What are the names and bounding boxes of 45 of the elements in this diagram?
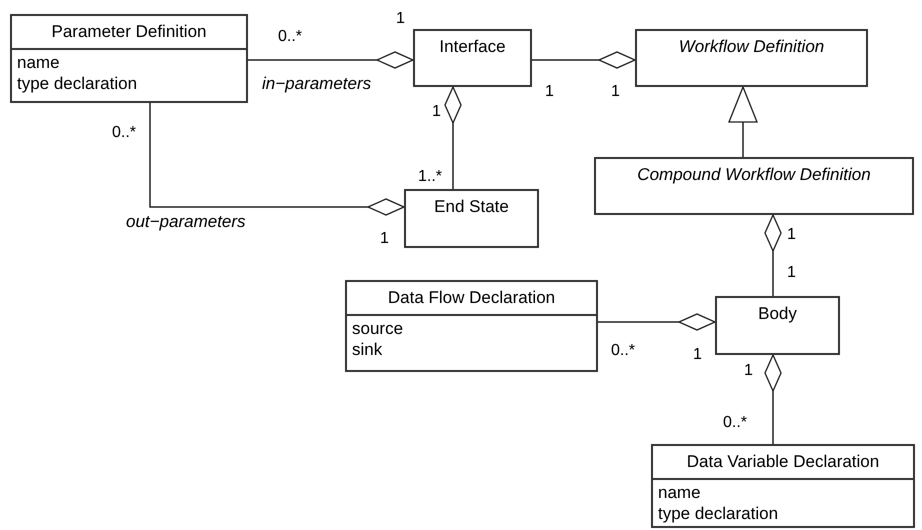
class-box: [345, 280, 598, 372]
aggregation-line: [764, 354, 782, 444]
class-name: End State: [434, 197, 509, 216]
multiplicity-label: 1: [693, 346, 702, 364]
class-box: [651, 444, 915, 528]
multiplicity-label: 1: [611, 83, 620, 101]
class-name: Interface: [439, 37, 506, 56]
class-box: [594, 157, 914, 215]
aggregation-line: [532, 51, 636, 69]
multiplicity-label: 1: [545, 83, 554, 101]
multiplicity-label: 1: [787, 226, 796, 244]
class-box: [413, 29, 532, 87]
aggregation-line: [598, 313, 716, 331]
attribute-text: name: [17, 52, 60, 73]
class-name: Body: [758, 304, 797, 323]
class-box: [715, 296, 840, 355]
class-name: Data Flow Declaration: [388, 288, 556, 307]
aggregation-line: [764, 214, 782, 296]
class-box: [404, 189, 539, 248]
attribute-text: type declaration: [658, 503, 778, 524]
class-name: Data Variable Declaration: [686, 452, 880, 471]
attribute-text: sink: [352, 339, 382, 360]
attribute-text: type declaration: [17, 73, 138, 94]
generalization-arrow: [728, 86, 758, 157]
multiplicity-label: 0..*: [723, 414, 748, 432]
multiplicity-label: 0..*: [112, 124, 136, 142]
class-name: Parameter Definition: [52, 22, 206, 41]
multiplicity-label: 1: [432, 103, 441, 121]
edge-label: in−parameters: [262, 74, 372, 94]
attribute-text: name: [658, 482, 701, 503]
aggregation-line: [444, 86, 462, 189]
class-box: [10, 14, 248, 103]
class-name: Compound Workflow Definition: [637, 165, 871, 184]
class-name: Workflow Definition: [678, 37, 824, 56]
multiplicity-label: 1..*: [418, 168, 442, 186]
aggregation-line: [248, 51, 414, 69]
multiplicity-label: 1: [744, 362, 753, 380]
multiplicity-label: 1: [396, 10, 405, 28]
attribute-text: source: [352, 318, 404, 339]
multiplicity-label: 0..*: [611, 342, 636, 360]
multiplicity-label: 0..*: [278, 28, 302, 46]
class-box: [635, 29, 868, 87]
multiplicity-label: 1: [787, 264, 796, 282]
multiplicity-label: 1: [380, 230, 389, 248]
aggregation-line: [149, 103, 405, 216]
